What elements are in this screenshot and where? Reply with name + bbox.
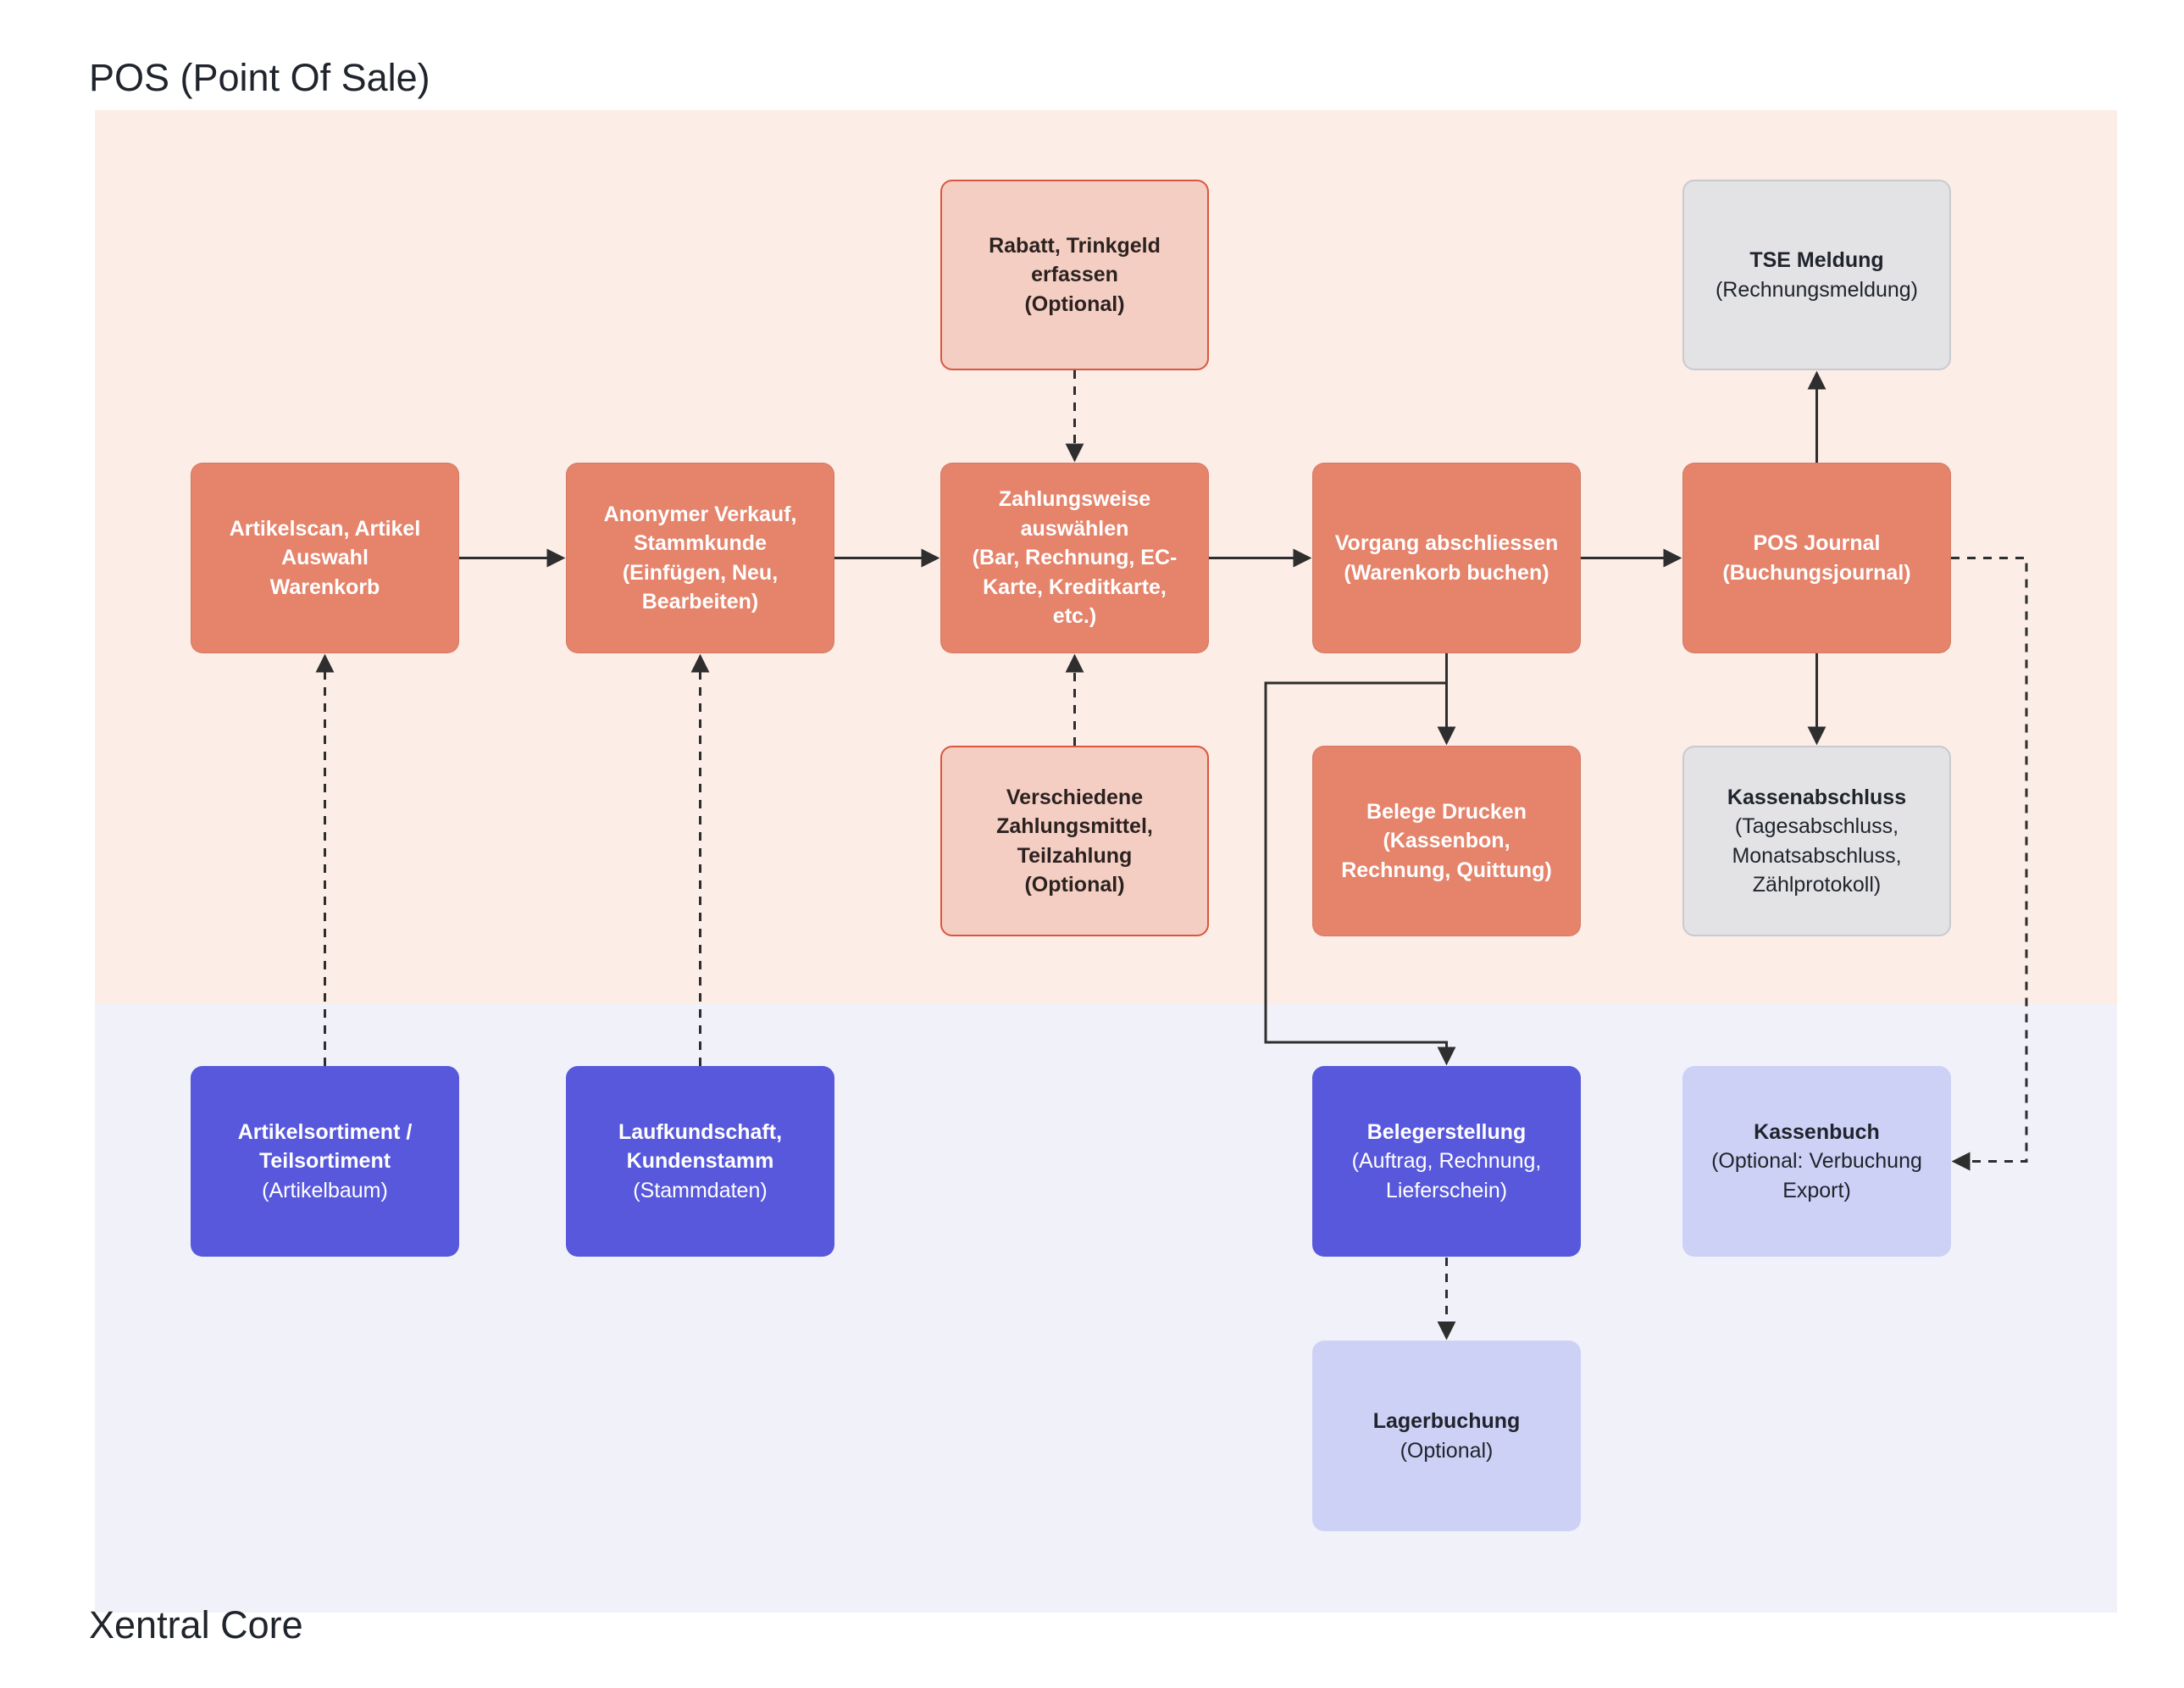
- node-text-line: Auswahl: [281, 546, 369, 570]
- node-text-line: Artikelscan, Artikel: [229, 516, 421, 541]
- node-text-line: Rechnung, Quittung): [1341, 858, 1552, 882]
- node-laufkundschaft: Laufkundschaft, Kundenstamm (Stammdaten): [566, 1066, 834, 1257]
- node-text-line: (Optional): [1024, 873, 1125, 897]
- pos-zone-title: POS (Point Of Sale): [89, 56, 430, 99]
- node-text-line: Bearbeiten): [641, 590, 759, 614]
- node-pos-journal: POS Journal (Buchungsjournal): [1682, 463, 1951, 653]
- node-text-line: Zahlungsweise: [998, 487, 1151, 512]
- node-text-line: (Artikelbaum): [262, 1178, 388, 1202]
- node-text-line: (Tagesabschluss,: [1734, 814, 1899, 838]
- node-text-line: Teilsortiment: [258, 1149, 391, 1174]
- node-text-line: Laufkundschaft,: [618, 1119, 783, 1144]
- node-verschiedene-zahlungsmittel: Verschiedene Zahlungsmittel, Teilzahlung…: [940, 746, 1209, 936]
- node-text-line: (Warenkorb buchen): [1344, 560, 1549, 585]
- node-vorgang-abschliessen: Vorgang abschliessen (Warenkorb buchen): [1312, 463, 1581, 653]
- node-artikelscan: Artikelscan, Artikel Auswahl Warenkorb: [191, 463, 459, 653]
- node-text-line: (Optional: Verbuchung: [1711, 1149, 1922, 1174]
- node-text-line: Zählprotokoll): [1752, 873, 1882, 897]
- node-text-line: TSE Meldung: [1749, 248, 1884, 272]
- node-text-line: auswählen: [1020, 516, 1129, 541]
- node-anonymer-verkauf: Anonymer Verkauf, Stammkunde (Einfügen, …: [566, 463, 834, 653]
- node-tse-meldung: TSE Meldung (Rechnungsmeldung): [1682, 180, 1951, 370]
- node-text-line: (Stammdaten): [633, 1178, 768, 1202]
- node-text-line: Stammkunde: [634, 531, 767, 555]
- node-text-line: Export): [1782, 1178, 1851, 1202]
- node-belege-drucken: Belege Drucken (Kassenbon, Rechnung, Qui…: [1312, 746, 1581, 936]
- node-text-line: Teilzahlung: [1017, 843, 1133, 868]
- node-text-line: (Optional): [1024, 292, 1125, 316]
- node-text-line: Rabatt, Trinkgeld: [989, 233, 1161, 258]
- node-text-line: Lieferschein): [1385, 1178, 1508, 1202]
- node-text-line: (Buchungsjournal): [1722, 560, 1911, 585]
- node-zahlungsweise: Zahlungsweise auswählen (Bar, Rechnung, …: [940, 463, 1209, 653]
- node-text-line: (Rechnungsmeldung): [1715, 277, 1919, 302]
- node-text-line: Verschiedene: [1006, 785, 1144, 809]
- node-artikelsortiment: Artikelsortiment / Teilsortiment (Artike…: [191, 1066, 459, 1257]
- node-text-line: Karte, Kreditkarte,: [983, 575, 1167, 599]
- node-text-line: Vorgang abschliessen: [1334, 531, 1559, 555]
- node-text-line: Lagerbuchung: [1372, 1409, 1521, 1433]
- node-text-line: (Kassenbon,: [1383, 829, 1511, 853]
- node-text-line: Anonymer Verkauf,: [603, 502, 797, 526]
- node-text-line: Belege Drucken: [1366, 799, 1527, 824]
- node-text-line: (Auftrag, Rechnung,: [1351, 1149, 1542, 1174]
- node-lagerbuchung: Lagerbuchung (Optional): [1312, 1341, 1581, 1531]
- node-text-line: Artikelsortiment /: [237, 1119, 413, 1144]
- node-text-line: POS Journal: [1753, 531, 1881, 555]
- xentral-core-zone-title: Xentral Core: [89, 1603, 303, 1646]
- node-text-line: Zahlungsmittel,: [996, 814, 1153, 838]
- node-belegerstellung: Belegerstellung (Auftrag, Rechnung, Lief…: [1312, 1066, 1581, 1257]
- node-text-line: Monatsabschluss,: [1732, 843, 1902, 868]
- node-text-line: Kassenbuch: [1754, 1119, 1880, 1144]
- node-text-line: Warenkorb: [269, 575, 380, 599]
- node-text-line: Belegerstellung: [1366, 1119, 1527, 1144]
- node-text-line: Kundenstamm: [626, 1149, 774, 1174]
- node-text-line: erfassen: [1031, 263, 1118, 287]
- node-text-line: (Bar, Rechnung, EC-: [972, 546, 1178, 570]
- node-rabatt-trinkgeld: Rabatt, Trinkgeld erfassen (Optional): [940, 180, 1209, 370]
- node-text-line: (Einfügen, Neu,: [622, 560, 779, 585]
- node-text-line: etc.): [1052, 604, 1097, 629]
- node-kassenabschluss: Kassenabschluss (Tagesabschluss, Monatsa…: [1682, 746, 1951, 936]
- node-kassenbuch: Kassenbuch (Optional: Verbuchung Export): [1682, 1066, 1951, 1257]
- node-text-line: (Optional): [1400, 1438, 1494, 1463]
- node-text-line: Kassenabschluss: [1727, 785, 1907, 809]
